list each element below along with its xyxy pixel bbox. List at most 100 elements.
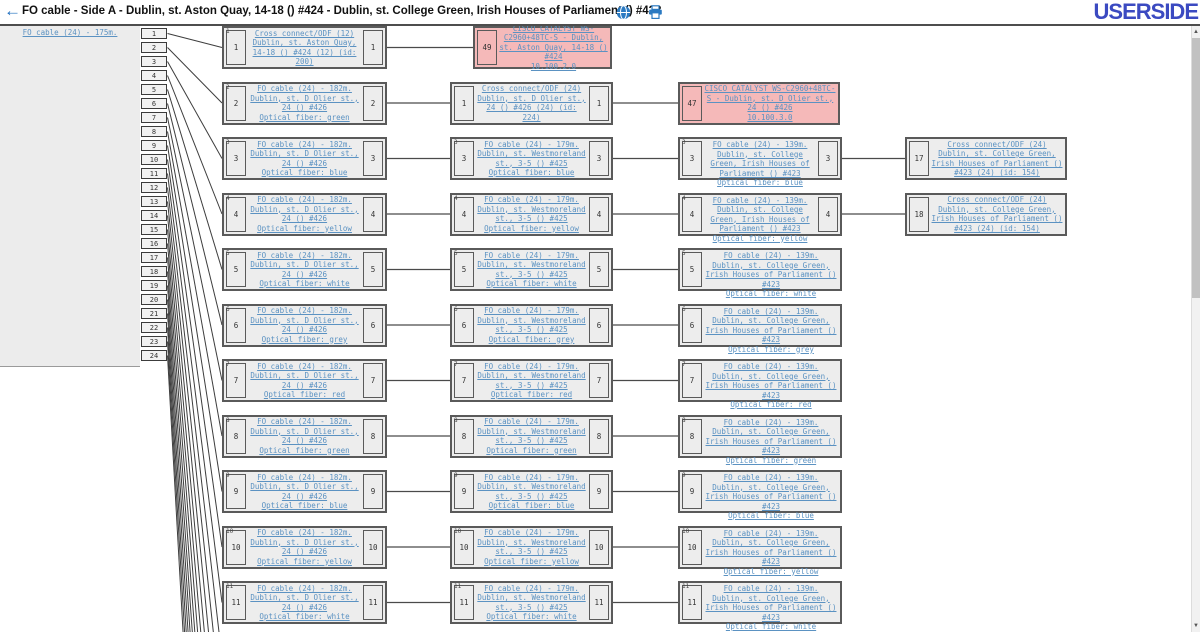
cable-link[interactable]: FO cable (24) - 179m.: [484, 250, 579, 260]
cable-link[interactable]: FO cable (24) - 179m.: [484, 472, 579, 482]
cable-link[interactable]: Optical fiber: white: [486, 279, 577, 288]
cable-link[interactable]: Dublin, st. Westmoreland st., 3-5 () #42…: [477, 371, 586, 390]
scrollbar-thumb[interactable]: [1192, 38, 1200, 298]
cable-link[interactable]: Dublin, st. Westmoreland st., 3-5 () #42…: [477, 482, 586, 501]
cable-link[interactable]: Optical fiber: blue: [728, 511, 814, 520]
cable-link[interactable]: Optical fiber: blue: [488, 168, 575, 177]
cable-link[interactable]: FO cable (24) - 182m.: [257, 472, 352, 482]
cable-link[interactable]: Optical fiber: green: [486, 445, 577, 455]
cable-link[interactable]: FO cable (24) - 182m.: [257, 306, 352, 315]
printer-icon[interactable]: [648, 5, 663, 25]
cable-link[interactable]: Dublin, st. D Olier st., 24 () #426: [250, 537, 359, 557]
source-cable-link[interactable]: FO cable (24) - 175m.: [22, 28, 118, 37]
cable-link[interactable]: Optical fiber: red: [263, 390, 346, 399]
cable-link[interactable]: Optical fiber: yellow: [257, 556, 352, 566]
odf-link[interactable]: Cross connect/ODF (24) Dublin, st. D Oli…: [477, 84, 586, 122]
cable-link[interactable]: FO cable (24) - 139m.: [723, 362, 819, 371]
device-link[interactable]: 10.100.2.0: [530, 61, 577, 71]
cable-link[interactable]: Optical fiber: white: [725, 289, 817, 298]
cable-link[interactable]: Dublin, st. College Green, Irish Houses …: [705, 260, 837, 289]
device-link[interactable]: CISCO CATALYST WS-C2960+48TC-S - Dublin,…: [499, 23, 608, 62]
cable-link[interactable]: Dublin, st. College Green, Irish Houses …: [705, 538, 837, 566]
cable-link[interactable]: FO cable (24) - 139m.: [712, 140, 808, 149]
device-link[interactable]: 10.100.3.0: [747, 112, 793, 122]
cable-link[interactable]: FO cable (24) - 139m.: [723, 584, 819, 593]
cable-link[interactable]: FO cable (24) - 179m.: [484, 528, 579, 537]
back-icon[interactable]: ←: [4, 1, 21, 20]
cable-link[interactable]: Dublin, st. D Olier st., 24 () #426: [250, 149, 359, 168]
cable-link[interactable]: Optical fiber: white: [725, 622, 817, 631]
cable-link[interactable]: FO cable (24) - 182m.: [257, 84, 352, 93]
cable-link[interactable]: FO cable (24) - 179m.: [484, 417, 579, 426]
cable-link[interactable]: FO cable (24) - 179m.: [484, 306, 579, 315]
cable-link[interactable]: Optical fiber: white: [486, 612, 577, 621]
cable-link[interactable]: Optical fiber: blue: [717, 178, 803, 187]
cable-link[interactable]: Dublin, st. Westmoreland st., 3-5 () #42…: [477, 204, 586, 224]
cable-link[interactable]: FO cable (24) - 182m.: [257, 361, 352, 371]
cable-link[interactable]: Optical fiber: grey: [488, 334, 575, 344]
odf-link[interactable]: Cross connect/ODF (24) Dublin, st. Colle…: [931, 139, 1063, 178]
cable-link[interactable]: FO cable (24) - 139m.: [723, 473, 819, 482]
cable-link[interactable]: Dublin, st. College Green, Irish Houses …: [710, 205, 810, 233]
cable-link[interactable]: Optical fiber: white: [259, 612, 350, 621]
scroll-up-arrow-icon[interactable]: ▲: [1192, 26, 1200, 38]
cable-link[interactable]: FO cable (24) - 179m.: [484, 195, 579, 204]
cable-link[interactable]: Dublin, st. D Olier st., 24 () #426: [250, 426, 359, 446]
cable-link[interactable]: Dublin, st. College Green, Irish Houses …: [710, 149, 810, 178]
cable-link[interactable]: Optical fiber: yellow: [712, 233, 808, 243]
cable-link[interactable]: Dublin, st. College Green, Irish Houses …: [705, 316, 837, 344]
cable-link[interactable]: Dublin, st. College Green, Irish Houses …: [705, 593, 837, 622]
cable-link[interactable]: Optical fiber: white: [259, 279, 350, 288]
globe-icon[interactable]: [616, 5, 631, 25]
odf-link[interactable]: Cross connect/ODF (12) Dublin, st. Aston…: [252, 28, 357, 67]
cable-link[interactable]: FO cable (24) - 179m.: [484, 139, 579, 149]
cable-link[interactable]: FO cable (24) - 139m.: [723, 528, 819, 538]
cable-link[interactable]: Optical fiber: yellow: [723, 566, 819, 576]
cable-link[interactable]: Dublin, st. D Olier st., 24 () #426: [250, 260, 359, 279]
cable-link[interactable]: Dublin, st. D Olier st., 24 () #426: [250, 482, 359, 501]
cable-link[interactable]: Optical fiber: green: [259, 445, 350, 455]
cable-link[interactable]: FO cable (24) - 139m.: [723, 306, 819, 316]
cable-link[interactable]: Optical fiber: red: [490, 390, 573, 399]
device-link[interactable]: CISCO CATALYST WS-C2960+48TC-S - Dublin,…: [704, 84, 836, 112]
cable-link[interactable]: Dublin, st. D Olier st., 24 () #426: [250, 315, 359, 335]
cable-link[interactable]: Optical fiber: grey: [261, 334, 348, 344]
cable-link[interactable]: Dublin, st. College Green, Irish Houses …: [705, 482, 837, 511]
cable-link[interactable]: Dublin, st. D Olier st., 24 () #426: [250, 371, 359, 390]
cable-link[interactable]: FO cable (24) - 182m.: [257, 139, 352, 149]
scroll-down-arrow-icon[interactable]: ▼: [1192, 620, 1200, 632]
cable-link[interactable]: Optical fiber: blue: [488, 501, 575, 510]
cable-link[interactable]: FO cable (24) - 182m.: [257, 250, 352, 260]
cable-link[interactable]: FO cable (24) - 139m.: [723, 251, 819, 260]
odf-link[interactable]: Cross connect/ODF (24) Dublin, st. Colle…: [931, 195, 1063, 233]
userside-logo[interactable]: USERSIDE: [1093, 0, 1199, 24]
cable-link[interactable]: Dublin, st. Westmoreland st., 3-5 () #42…: [477, 315, 586, 335]
cable-link[interactable]: Dublin, st. College Green, Irish Houses …: [705, 427, 837, 455]
cable-link[interactable]: Optical fiber: green: [259, 112, 350, 122]
cable-link[interactable]: Optical fiber: green: [725, 455, 817, 465]
cable-link[interactable]: FO cable (24) - 182m.: [257, 528, 352, 537]
cable-link[interactable]: Optical fiber: yellow: [257, 223, 352, 233]
cable-link[interactable]: FO cable (24) - 179m.: [484, 583, 579, 593]
cable-link[interactable]: Dublin, st. College Green, Irish Houses …: [705, 371, 837, 400]
cable-link[interactable]: Optical fiber: blue: [261, 168, 348, 177]
cable-link[interactable]: Dublin, st. Westmoreland st., 3-5 () #42…: [477, 260, 586, 279]
cable-link[interactable]: Dublin, st. D Olier st., 24 () #426: [250, 93, 359, 113]
cable-link[interactable]: Optical fiber: yellow: [484, 223, 579, 233]
cable-link[interactable]: Optical fiber: yellow: [484, 556, 579, 566]
cable-link[interactable]: Dublin, st. Westmoreland st., 3-5 () #42…: [477, 537, 586, 557]
cable-link[interactable]: Optical fiber: blue: [261, 501, 348, 510]
cable-link[interactable]: FO cable (24) - 179m.: [484, 361, 579, 371]
cable-link[interactable]: Dublin, st. D Olier st., 24 () #426: [250, 204, 359, 224]
cable-link[interactable]: FO cable (24) - 182m.: [257, 583, 352, 593]
cable-link[interactable]: Dublin, st. Westmoreland st., 3-5 () #42…: [477, 149, 586, 168]
cable-link[interactable]: Dublin, st. Westmoreland st., 3-5 () #42…: [477, 426, 586, 446]
cable-link[interactable]: Dublin, st. D Olier st., 24 () #426: [250, 593, 359, 612]
cable-link[interactable]: FO cable (24) - 139m.: [712, 195, 808, 205]
cable-link[interactable]: Dublin, st. Westmoreland st., 3-5 () #42…: [477, 593, 586, 612]
cable-link[interactable]: Optical fiber: red: [730, 400, 812, 409]
cable-link[interactable]: Optical fiber: grey: [728, 344, 814, 354]
cable-link[interactable]: FO cable (24) - 139m.: [723, 417, 819, 427]
cable-link[interactable]: FO cable (24) - 182m.: [257, 195, 352, 204]
cable-link[interactable]: FO cable (24) - 182m.: [257, 417, 352, 426]
